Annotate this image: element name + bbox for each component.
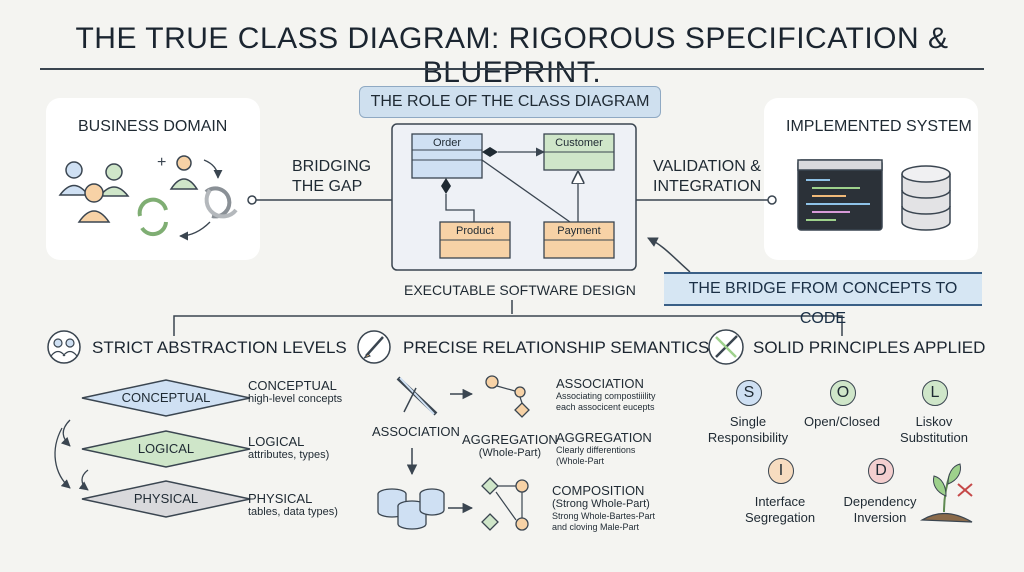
association-nodes-icon [485, 375, 530, 418]
rel-composition-desc: COMPOSITION (Strong Whole-Part) Strong W… [552, 483, 656, 532]
composition-diamond [482, 147, 498, 157]
class-payment-name: Payment [557, 225, 601, 237]
class-customer [543, 133, 615, 171]
class-product-name: Product [456, 225, 494, 237]
class-payment [543, 221, 615, 259]
bridge-banner: THE BRIDGE FROM CONCEPTS TO CODE [664, 272, 982, 327]
class-product [439, 221, 511, 259]
order-product-link [445, 194, 475, 222]
class-order-name: Order [432, 137, 462, 149]
association-cross-icon [396, 376, 438, 416]
order-payment-link [481, 159, 571, 223]
abstraction-heading: STRICT ABSTRACTION LEVELS [92, 338, 347, 357]
title-divider [40, 68, 984, 70]
return-arrow-icon [179, 221, 211, 241]
level-logical-desc: LOGICAL attributes, types) [248, 434, 330, 461]
bridge-arrow [647, 237, 691, 273]
level-logical [81, 430, 251, 468]
solid-d-badge: D [868, 458, 894, 484]
level-arrow-3 [78, 469, 89, 491]
level-arrow-1 [60, 419, 71, 447]
brush-icon [357, 330, 391, 364]
implemented-system-label: IMPLEMENTED SYSTEM [786, 118, 972, 135]
code-window-icon [797, 159, 883, 231]
cycle-icon [204, 186, 238, 219]
green-cycle-icon [137, 197, 168, 237]
level-physical-label: PHYSICAL [133, 491, 199, 506]
aggregation-label: AGGREGATION (Whole-Part) [462, 432, 558, 459]
validation-label: VALIDATION &INTEGRATION [653, 158, 762, 195]
level-physical-desc: PHYSICAL tables, data types) [248, 491, 338, 518]
executable-design-label: EXECUTABLE SOFTWARE DESIGN [404, 282, 636, 298]
bridge-line-left [247, 195, 392, 205]
level-logical-label: LOGICAL [137, 441, 195, 456]
relationships-heading: PRECISE RELATIONSHIP SEMANTICS [403, 338, 710, 357]
business-domain-label: BUSINESS DOMAIN [78, 118, 228, 135]
users-icon [47, 330, 81, 364]
level-conceptual [81, 379, 251, 417]
database-icon [901, 165, 951, 231]
level-physical [81, 480, 251, 518]
rel-association-desc: ASSOCIATION Associating compostiiility e… [556, 376, 656, 412]
solid-o-label: Open/Closed [804, 414, 880, 429]
svg-text:+: + [157, 154, 166, 171]
bridge-line-right [636, 195, 777, 205]
class-customer-name: Customer [555, 137, 603, 149]
level-conceptual-label: CONCEPTUAL [121, 390, 211, 405]
database-stack-icon [377, 488, 445, 530]
class-order [411, 133, 483, 179]
solid-o-badge: O [830, 380, 856, 406]
tools-icon [708, 329, 744, 365]
aggregation-diamond [441, 178, 451, 194]
solid-heading: SOLID PRINCIPLES APPLIED [753, 338, 986, 357]
level-arrow-2 [54, 427, 71, 489]
level-conceptual-desc: CONCEPTUAL high-level concepts [248, 378, 343, 405]
people-icon [58, 161, 130, 223]
solid-l-badge: L [922, 380, 948, 406]
flow-arrow-icon [203, 159, 223, 179]
solid-i-badge: I [768, 458, 794, 484]
section-connector [173, 300, 843, 336]
page-title: THE TRUE CLASS DIAGRAM: RIGOROUS SPECIFI… [75, 22, 949, 89]
add-person-icon: + [157, 154, 199, 190]
rel-aggregation-desc: AGGREGATION Clearly differentions (Whole… [556, 430, 652, 466]
association-label: ASSOCIATION [372, 424, 460, 439]
solid-s-badge: S [736, 380, 762, 406]
composition-nodes-icon [481, 477, 529, 531]
role-banner: THE ROLE OF THE CLASS DIAGRAM [359, 86, 661, 118]
plant-icon [919, 463, 973, 523]
